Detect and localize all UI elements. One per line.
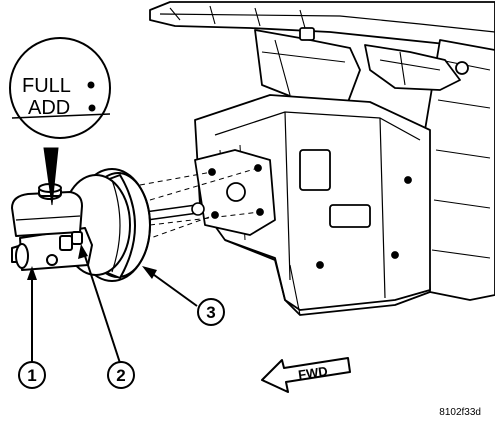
callout-3: 3 xyxy=(197,298,225,326)
full-level-dot xyxy=(87,81,95,89)
add-label: ADD xyxy=(28,97,70,119)
body-frame xyxy=(149,1,495,316)
alignment-lines xyxy=(139,167,261,241)
callout-lines xyxy=(31,252,198,364)
add-level-dot xyxy=(88,104,96,112)
fwd-label: FWD xyxy=(297,363,328,382)
fwd-arrow-icon xyxy=(261,357,351,393)
callout-2-number: 2 xyxy=(116,366,125,385)
callout-arrowheads xyxy=(27,244,157,280)
fwd-arrow: FWD xyxy=(261,357,351,393)
brake-booster xyxy=(61,168,205,282)
master-cylinder xyxy=(11,183,93,271)
full-label: FULL xyxy=(22,75,71,97)
callout-1: 1 xyxy=(18,361,46,389)
callout-2: 2 xyxy=(107,361,135,389)
fluid-level-inset: FULL ADD xyxy=(9,37,111,206)
callout-1-number: 1 xyxy=(27,366,36,385)
figure-reference: 8102f33d xyxy=(439,407,481,418)
callout-3-number: 3 xyxy=(206,303,215,322)
